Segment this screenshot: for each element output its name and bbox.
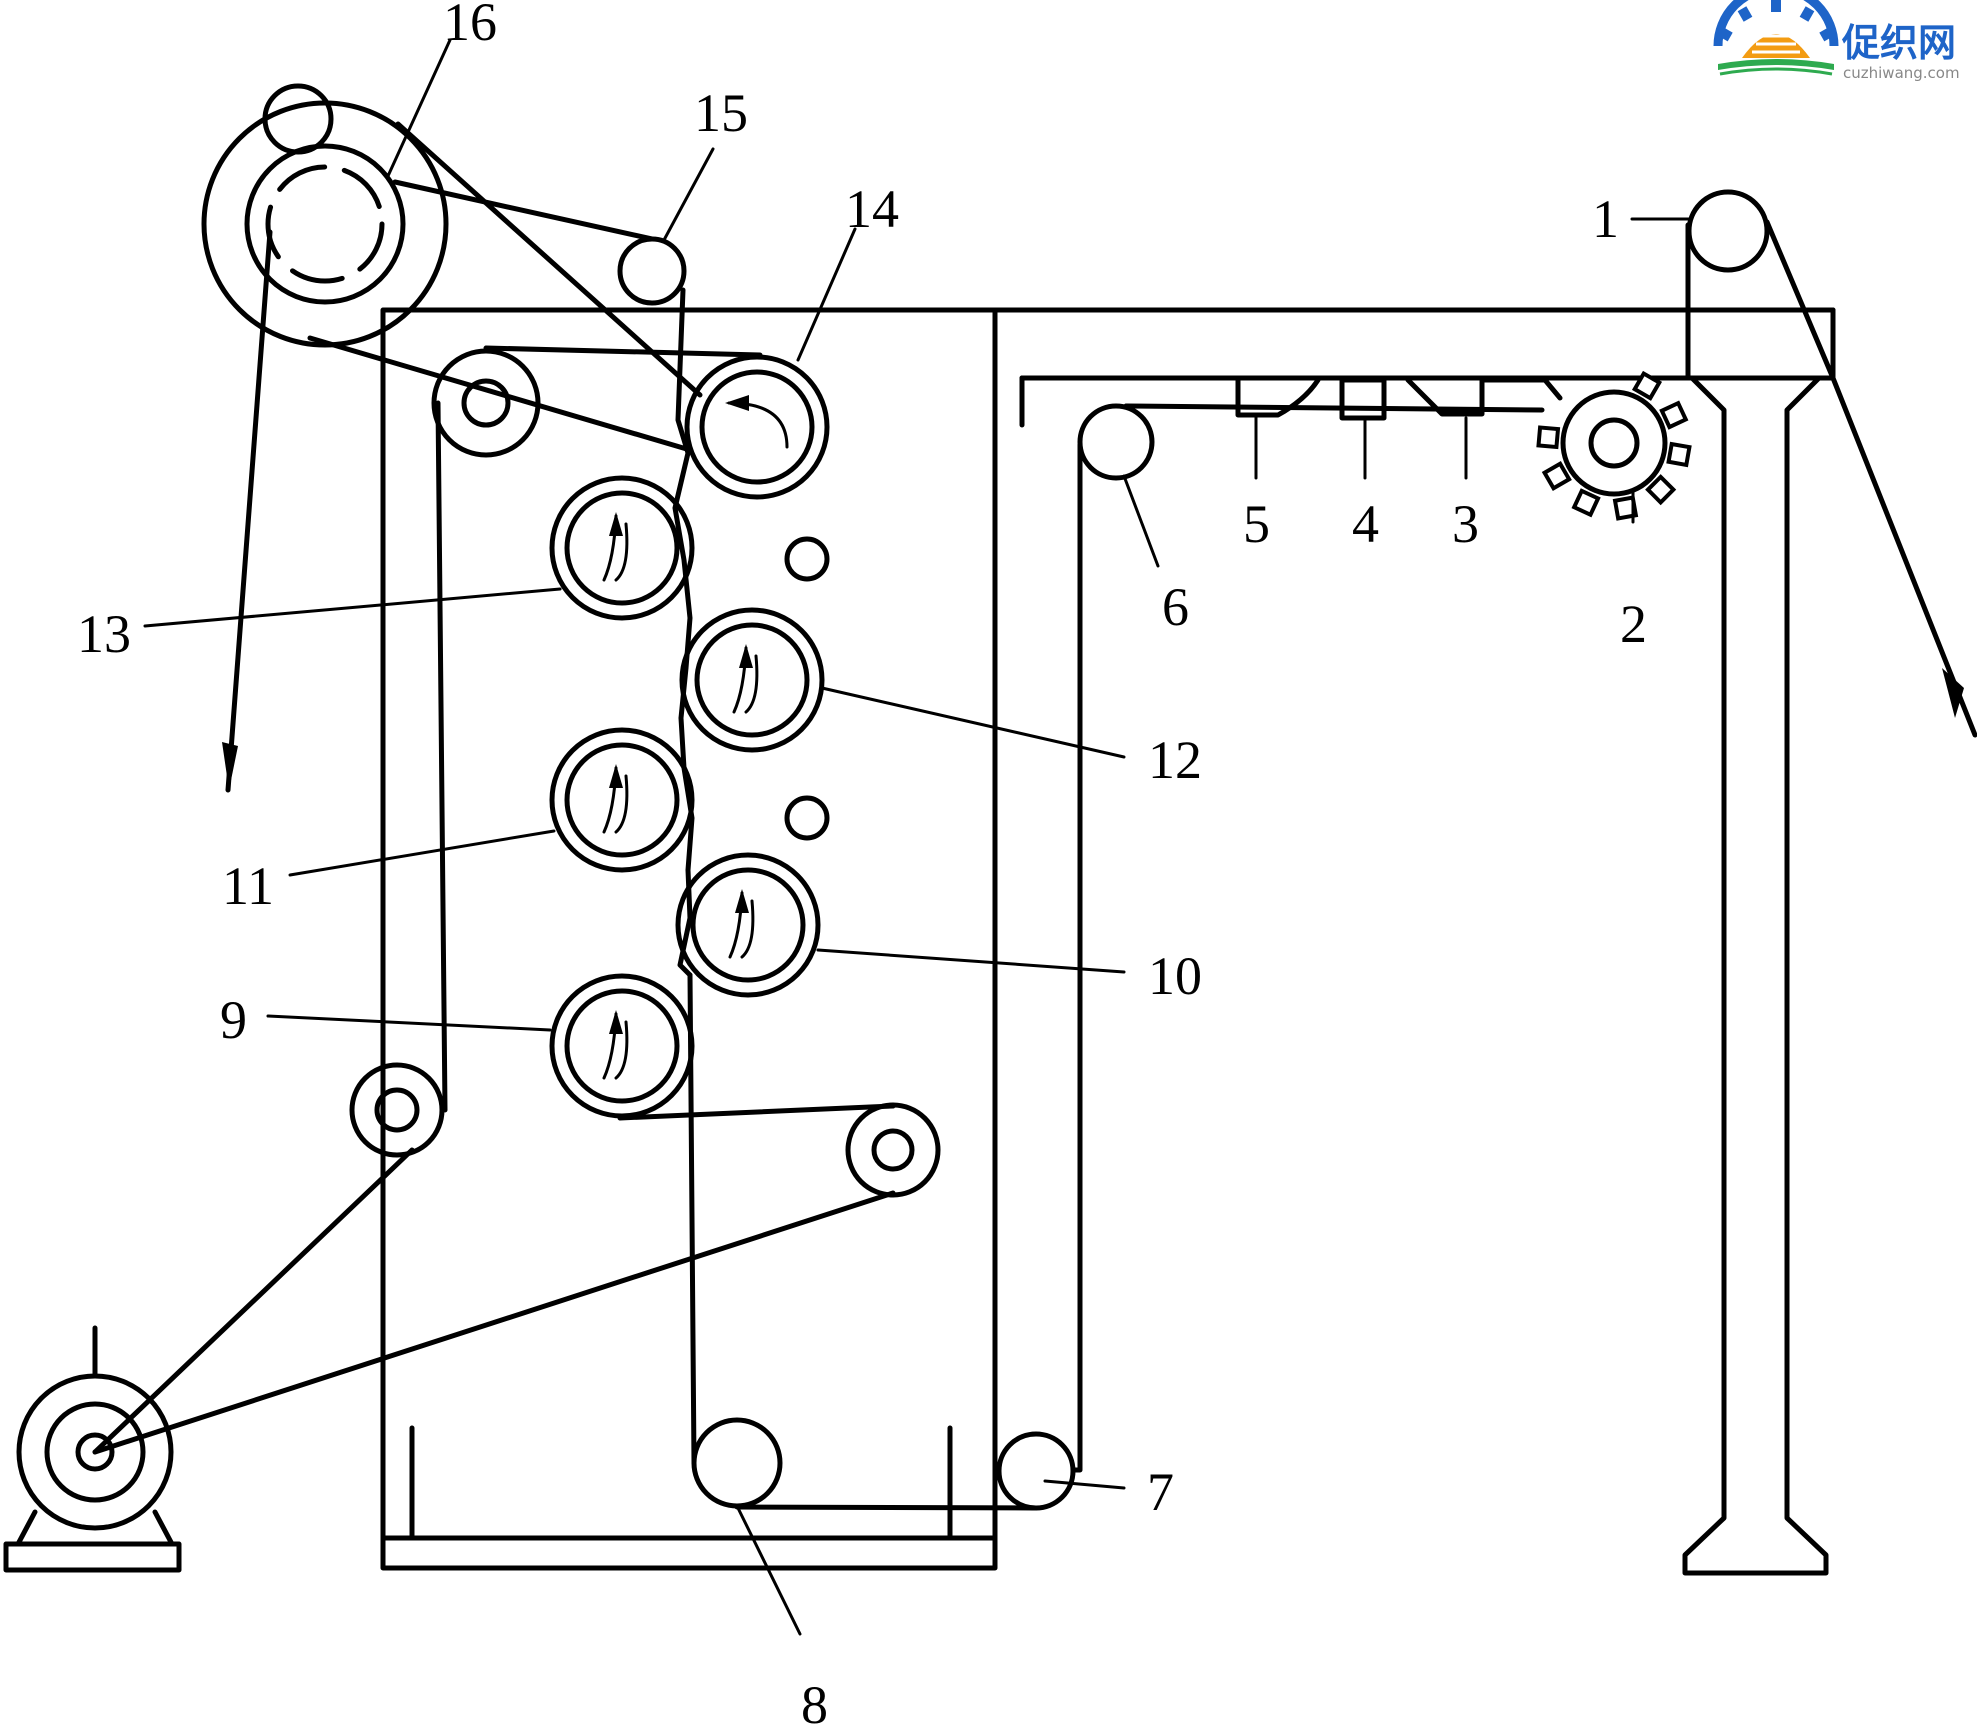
frame-body <box>380 307 998 1571</box>
belt-left-vertical <box>435 400 448 1113</box>
gear-tooth <box>1645 474 1677 506</box>
fabric-underside <box>307 335 693 453</box>
small-roller-a <box>784 536 830 582</box>
roller-1 <box>1686 189 1770 273</box>
winder-16 <box>201 83 449 348</box>
fabric-8-to-7 <box>734 1504 1039 1511</box>
roller-10 <box>675 852 821 998</box>
gear-tooth <box>1536 425 1561 450</box>
roller-15 <box>617 236 687 306</box>
roller-12 <box>679 607 825 753</box>
fabric-entry-line <box>1764 219 1836 381</box>
gear-roller-2 <box>1536 370 1692 521</box>
label-4: 4 <box>1352 494 1379 554</box>
part-labels: 1 2 3 4 5 6 7 8 9 10 11 12 13 14 15 16 <box>77 0 1647 1725</box>
gear-tooth <box>1631 370 1663 401</box>
label-13: 13 <box>77 604 131 664</box>
gear-tooth <box>1571 488 1601 518</box>
fabric-exit-path <box>222 229 273 793</box>
label-14: 14 <box>845 179 899 239</box>
label-6: 6 <box>1162 577 1189 637</box>
guide-parts <box>1235 377 1563 421</box>
label-15: 15 <box>694 83 748 143</box>
roller-9 <box>549 973 695 1119</box>
roller-right-idle <box>845 1102 941 1198</box>
label-5: 5 <box>1243 494 1270 554</box>
roller-11 <box>549 727 695 873</box>
watermark-logo: 促织网 cuzhiwang.com <box>1713 0 1960 82</box>
gear-tooth <box>1541 460 1572 492</box>
label-11: 11 <box>222 856 274 916</box>
label-10: 10 <box>1148 946 1202 1006</box>
label-1: 1 <box>1592 189 1619 249</box>
fabric-zigzag <box>672 287 695 978</box>
roller-7 <box>996 1431 1076 1511</box>
motor <box>3 1325 182 1573</box>
belt-bottom <box>617 1103 896 1121</box>
label-12: 12 <box>1148 730 1202 790</box>
small-roller-b <box>784 795 830 841</box>
label-8: 8 <box>801 1675 828 1725</box>
gear-tooth <box>1666 441 1692 468</box>
roller-8 <box>691 1417 783 1509</box>
fabric-16-to-15 <box>392 179 655 242</box>
drive-belt-b <box>92 1190 896 1455</box>
roller-13 <box>549 475 695 621</box>
rotation-arrow-icon <box>727 401 789 449</box>
gear-tooth <box>1659 400 1689 430</box>
label-2: 2 <box>1620 594 1647 654</box>
fabric-entry-path <box>1830 375 1977 738</box>
main-frame <box>380 307 1836 1571</box>
watermark-name: 促织网 <box>1841 20 1956 65</box>
fabric-over-plates <box>1123 403 1545 413</box>
leader-lines <box>143 38 1692 1636</box>
roller-14 <box>684 354 830 500</box>
fabric-16-to-14 <box>395 121 703 398</box>
drive-belt-a <box>92 1147 415 1455</box>
label-9: 9 <box>220 990 247 1050</box>
belt-top <box>483 345 763 358</box>
watermark-url: cuzhiwang.com <box>1843 64 1960 82</box>
label-16: 16 <box>443 0 497 52</box>
roller-lower-left <box>349 1062 445 1158</box>
support-column <box>1682 375 1829 1576</box>
label-7: 7 <box>1147 1462 1174 1522</box>
label-3: 3 <box>1452 494 1479 554</box>
gear-icon <box>1713 0 1839 76</box>
roller-6 <box>1077 403 1155 481</box>
